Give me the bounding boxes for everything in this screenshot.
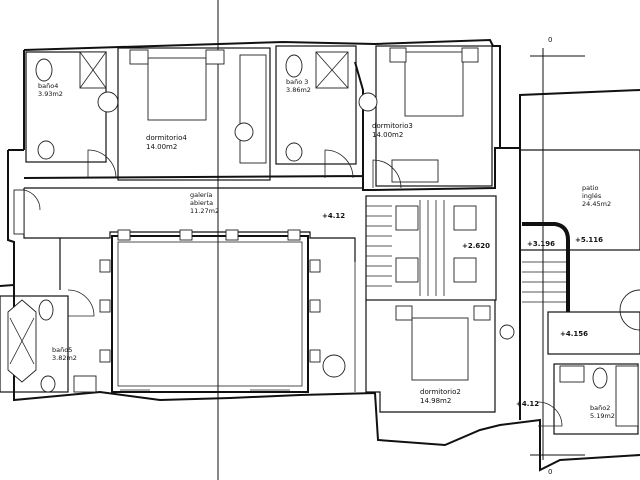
bano3-door <box>324 149 354 179</box>
dormitorio3-desk <box>391 159 439 183</box>
dormitorio3-name: dormitorio3 <box>372 122 413 130</box>
galeria-name2: abierta <box>190 199 213 207</box>
bano5-toilet <box>38 299 54 321</box>
entry-block <box>13 189 25 235</box>
column-j <box>309 349 321 363</box>
level-mark-landing: +4.156 <box>560 330 588 338</box>
stair-outline <box>365 195 497 301</box>
column-g <box>99 349 111 363</box>
column-i <box>309 299 321 313</box>
stair-chair-a <box>395 205 419 231</box>
stair-steps <box>366 200 445 296</box>
patio-ramp <box>522 222 570 312</box>
bano2-name: baño2 <box>590 404 610 412</box>
bano5-sink <box>73 375 97 393</box>
bano4-area: 3.93m2 <box>38 90 63 98</box>
bano5-name: baño5 <box>52 346 72 354</box>
dormitorio4-sink <box>234 122 254 142</box>
bano4-toilet <box>35 58 53 82</box>
level-mark-patio-b: +5.116 <box>575 236 603 244</box>
dormitorio2-area: 14.98m2 <box>420 397 451 405</box>
bano5-door <box>67 289 95 317</box>
dormitorio3-pillow-b <box>461 47 479 63</box>
column-a <box>117 229 131 241</box>
bano2-area: 5.19m2 <box>590 412 615 420</box>
dormitorio4-pillow-a <box>129 49 149 65</box>
level-mark-stair: +2.620 <box>462 242 490 250</box>
dormitorio4-pillow-b <box>205 49 225 65</box>
dormitorio4-wardrobe <box>239 54 267 164</box>
left-corridor-wall <box>23 188 61 290</box>
dormitorio2-outline <box>365 300 496 413</box>
bano2-sink <box>559 365 585 383</box>
outer-perimeter-wall <box>8 38 501 191</box>
dormitorio4-area: 14.00m2 <box>146 143 177 151</box>
dormitorio4-bed <box>147 57 207 121</box>
entry-door <box>23 189 41 211</box>
central-block <box>111 235 309 393</box>
bano3-area: 3.86m2 <box>286 86 311 94</box>
patio-area: 24.45m2 <box>582 200 611 208</box>
column-h <box>309 259 321 273</box>
outer-wall-lower <box>0 150 640 472</box>
well-circle <box>322 354 346 378</box>
dormitorio3-bed <box>404 51 464 117</box>
bano4-bidet <box>97 91 119 113</box>
patio-tree <box>619 289 640 331</box>
corridor-wall-bottom <box>60 231 356 262</box>
bano3-name: baño 3 <box>286 78 308 86</box>
dormitorio4-outline <box>117 47 271 181</box>
column-b <box>179 229 193 241</box>
landing-box <box>547 311 640 355</box>
galeria-name: galería <box>190 191 212 199</box>
stair-chair-d <box>453 257 477 283</box>
galeria-area: 11.27m2 <box>190 207 219 215</box>
patio-name2: inglés <box>582 192 602 200</box>
dormitorio3-outline <box>375 45 493 187</box>
dormitorio2-pivot <box>499 324 515 340</box>
dormitorio4-name: dormitorio4 <box>146 134 187 142</box>
level-mark-patio-a: +3.196 <box>527 240 555 248</box>
bano2-toilet <box>592 367 608 389</box>
patio-outline <box>519 149 640 251</box>
dormitorio3-door <box>372 159 402 189</box>
dormitorio2-bed <box>411 317 469 381</box>
level-mark-lower: +4.12 <box>516 400 539 408</box>
central-block-inner <box>117 241 303 387</box>
bano4-shower-x2 <box>79 51 107 89</box>
column-c <box>225 229 239 241</box>
bano3-toilet <box>285 54 303 78</box>
patio-name: patio <box>582 184 598 192</box>
bano2-door <box>537 401 563 427</box>
dormitorio2-name: dormitorio2 <box>420 388 461 396</box>
column-d <box>287 229 301 241</box>
dormitorio4-door <box>87 149 117 179</box>
patio-ramp-steps <box>522 261 566 303</box>
bano5-bidet <box>40 375 56 393</box>
bano5-outline <box>0 295 69 393</box>
bano2-tub <box>615 365 639 427</box>
column-f <box>99 299 111 313</box>
dormitorio3-area: 14.00m2 <box>372 131 403 139</box>
bano4-sink <box>37 140 55 160</box>
dormitorio2-pillow-a <box>395 305 413 321</box>
bano3-shower-x2 <box>315 51 349 89</box>
dormitorio2-pillow-b <box>473 305 491 321</box>
axis-mark-bottom: 0 <box>548 468 552 476</box>
stair-chair-b <box>453 205 477 231</box>
bano4-name: baño4 <box>38 82 58 90</box>
dormitorio3-pillow-a <box>389 47 407 63</box>
dormitorio3-door-pivot <box>358 92 378 112</box>
bano5-area: 3.82m2 <box>52 354 77 362</box>
column-e <box>99 259 111 273</box>
bano3-sink <box>285 142 303 162</box>
stair-chair-c <box>395 257 419 283</box>
bano3-outline <box>275 45 357 165</box>
level-mark-galeria: +4.12 <box>322 212 345 220</box>
bano5-tub-x2 <box>9 317 35 365</box>
axis-mark-top: 0 <box>548 36 552 44</box>
